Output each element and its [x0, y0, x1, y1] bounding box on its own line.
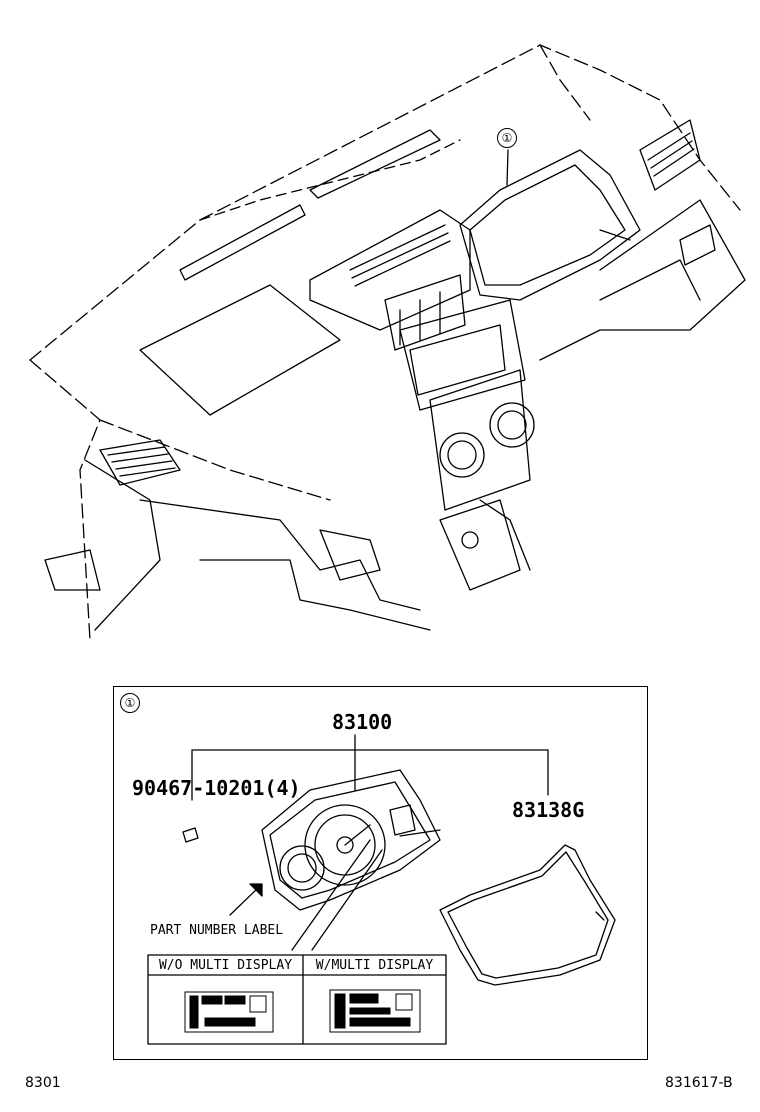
footer-left-code: 8301 — [25, 1075, 61, 1091]
lens-part-number: 83138G — [512, 798, 585, 822]
display-without-multi — [184, 991, 274, 1033]
display-with-multi — [329, 989, 421, 1033]
footer-right-code: 831617-B — [665, 1075, 733, 1091]
callout-1-marker: ① — [497, 128, 517, 148]
table-header-without-multi-display: W/O MULTI DISPLAY — [158, 958, 293, 973]
table-header-with-multi-display: W/MULTI DISPLAY — [315, 958, 434, 973]
part-number-label-caption: PART NUMBER LABEL — [150, 923, 284, 938]
assembly-part-number: 83100 — [332, 710, 393, 734]
detail-box — [113, 686, 648, 1060]
detail-box-marker: ① — [120, 693, 140, 713]
screw-part-number: 90467-10201(4) — [132, 776, 301, 800]
